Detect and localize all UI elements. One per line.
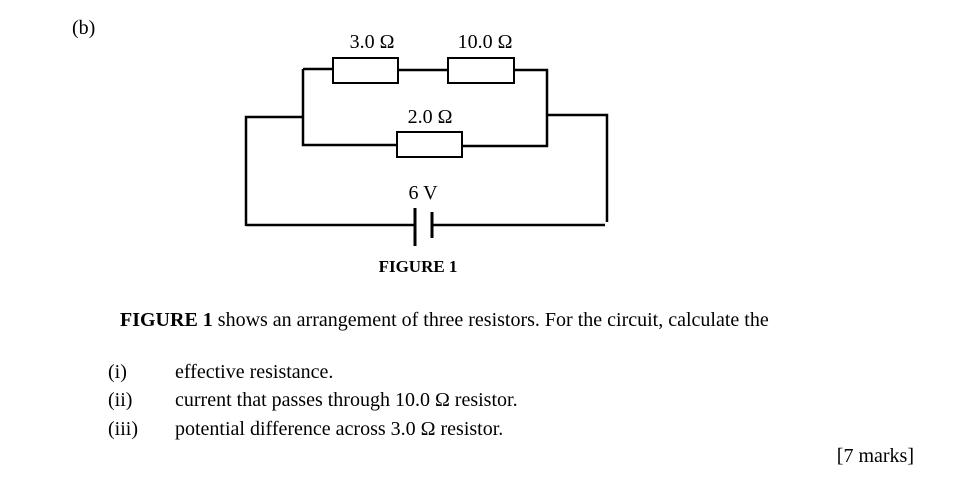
part-label: (b) xyxy=(72,17,96,39)
resistor-10ohm-label: 10.0 Ω xyxy=(457,31,513,53)
resistor-3ohm-label: 3.0 Ω xyxy=(349,31,395,53)
question-lead: FIGURE 1 shows an arrangement of three r… xyxy=(120,310,769,330)
circuit-diagram xyxy=(244,57,609,246)
resistor-10ohm xyxy=(447,57,515,84)
item-num-3: (iii) xyxy=(108,418,138,440)
resistor-2ohm-label: 2.0 Ω xyxy=(407,106,453,128)
wire-left-inner xyxy=(301,69,397,147)
question-text: shows an arrangement of three resistors.… xyxy=(212,309,769,331)
item-text-1: effective resistance. xyxy=(175,361,334,383)
battery-label: 6 V xyxy=(408,182,438,204)
figure-caption: FIGURE 1 xyxy=(378,257,458,276)
wire-left-outer xyxy=(244,115,303,226)
item-num-1: (i) xyxy=(108,361,127,383)
resistor-3ohm xyxy=(332,57,399,84)
resistor-2ohm xyxy=(396,131,463,158)
wire-top xyxy=(303,67,549,148)
figure-ref: FIGURE 1 xyxy=(120,309,213,331)
item-text-3: potential difference across 3.0 Ω resist… xyxy=(175,418,504,440)
item-num-2: (ii) xyxy=(108,389,133,411)
item-text-2: current that passes through 10.0 Ω resis… xyxy=(175,389,518,411)
marks: [7 marks] xyxy=(836,445,914,467)
wire-right-outer xyxy=(547,113,609,222)
